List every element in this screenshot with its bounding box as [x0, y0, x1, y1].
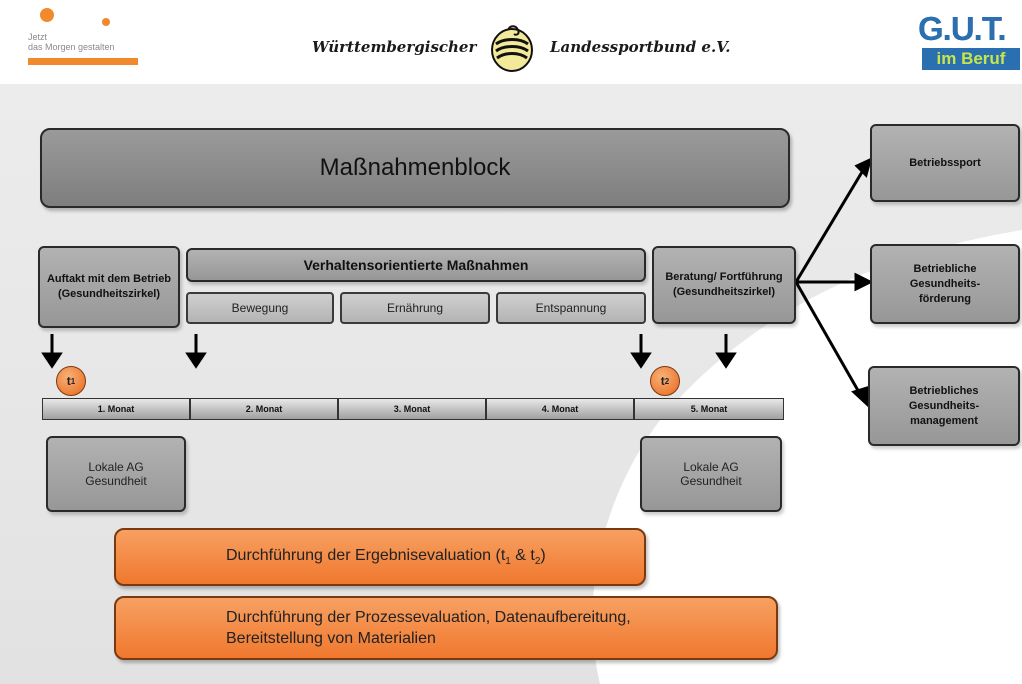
month-4: 4. Monat: [486, 398, 634, 420]
result-eval-sub1: 1: [505, 556, 511, 568]
logo-dot-small-icon: [102, 18, 110, 26]
emblem-icon: [491, 25, 533, 72]
logo-bar: [28, 58, 138, 65]
outcome-health-promotion: Betriebliche Gesundheits-förderung: [870, 244, 1020, 324]
marker-t1-label: t: [66, 374, 71, 388]
consulting-box: Beratung/ Fortführung (Gesundheitszirkel…: [652, 246, 796, 324]
result-evaluation-box: Durchführung der Ergebnisevaluation (t1 …: [114, 528, 646, 586]
gut-logo-bottom: im Beruf: [922, 48, 1020, 70]
flow-arrows: [41, 157, 874, 409]
logo-dot-icon: [40, 8, 54, 22]
process-eval-line1: Durchführung der Prozessevaluation, Date…: [226, 609, 631, 626]
result-eval-sub2: 2: [534, 556, 541, 568]
measures-block: Maßnahmenblock: [40, 128, 790, 208]
logo-line1: Jetzt: [28, 32, 48, 42]
result-eval-pre: Durchführung der Ergebnisevaluation (t: [226, 546, 506, 564]
header-title-left: Württembergischer: [312, 38, 477, 56]
process-evaluation-box: Durchführung der Prozessevaluation, Date…: [114, 596, 778, 660]
gut-logo: G.U.T. im Beruf: [918, 10, 1022, 72]
month-5: 5. Monat: [634, 398, 784, 420]
logo-line2: das Morgen gestalten: [28, 42, 115, 52]
outcome-health-management: Betriebliches Gesundheits-management: [868, 366, 1020, 446]
gut-logo-top: G.U.T.: [918, 10, 1007, 47]
month-2: 2. Monat: [190, 398, 338, 420]
month-1: 1. Monat: [42, 398, 190, 420]
local-ag-box-1: Lokale AG Gesundheit: [46, 436, 186, 512]
kickoff-box: Auftakt mit dem Betrieb (Gesundheitszirk…: [38, 246, 180, 328]
process-eval-line2: Bereitstellung von Materialien: [226, 630, 436, 647]
result-eval-text: Durchführung der Ergebnisevaluation (t1 …: [226, 547, 546, 567]
result-eval-post: ): [540, 546, 546, 564]
behavior-measures-header: Verhaltensorientierte Maßnahmen: [186, 248, 646, 282]
result-eval-mid: & t: [510, 546, 535, 564]
timeline: 1. Monat 2. Monat 3. Monat 4. Monat 5. M…: [42, 398, 784, 420]
measure-nutrition: Ernährung: [340, 292, 490, 324]
measure-movement: Bewegung: [186, 292, 334, 324]
measure-relaxation: Entspannung: [496, 292, 646, 324]
logo-tagline: Jetzt das Morgen gestalten: [28, 32, 115, 52]
left-logo: Jetzt das Morgen gestalten: [6, 6, 146, 74]
month-3: 3. Monat: [338, 398, 486, 420]
local-ag-box-2: Lokale AG Gesundheit: [640, 436, 782, 512]
outcome-company-sports: Betriebssport: [870, 124, 1020, 202]
marker-t1-sub: 1: [70, 376, 76, 386]
process-eval-text: Durchführung der Prozessevaluation, Date…: [226, 607, 631, 649]
header-title-right: Landessportbund e.V.: [550, 38, 731, 56]
marker-t2-label: t: [660, 374, 665, 388]
marker-t2-sub: 2: [664, 376, 670, 386]
